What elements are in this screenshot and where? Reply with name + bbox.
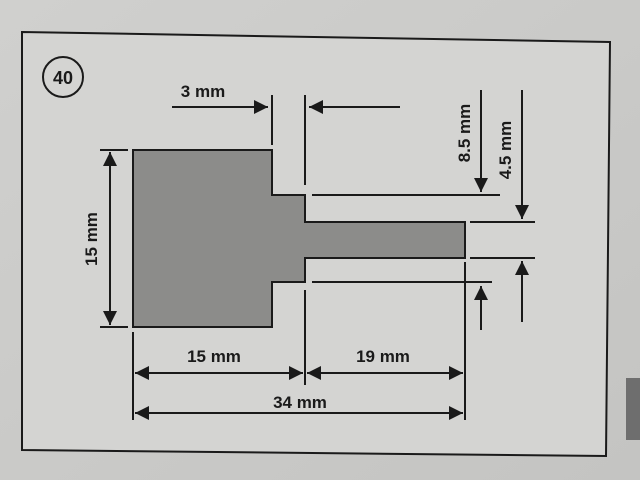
page-tab xyxy=(626,378,640,440)
dim-right-width-label: 19 mm xyxy=(356,347,410,366)
dim-gap-label: 3 mm xyxy=(181,82,225,101)
dim-height-label: 15 mm xyxy=(82,212,101,266)
dim-tab-width-label: 4.5 mm xyxy=(496,121,515,180)
part-shape xyxy=(132,149,466,328)
dimension-lines xyxy=(100,90,535,420)
dim-left-width-label: 15 mm xyxy=(187,347,241,366)
dim-total-width-label: 34 mm xyxy=(273,393,327,412)
dim-upper-offset-label: 8.5 mm xyxy=(455,104,474,163)
figure-number-circle xyxy=(42,56,84,98)
figure-number: 40 xyxy=(53,68,73,88)
